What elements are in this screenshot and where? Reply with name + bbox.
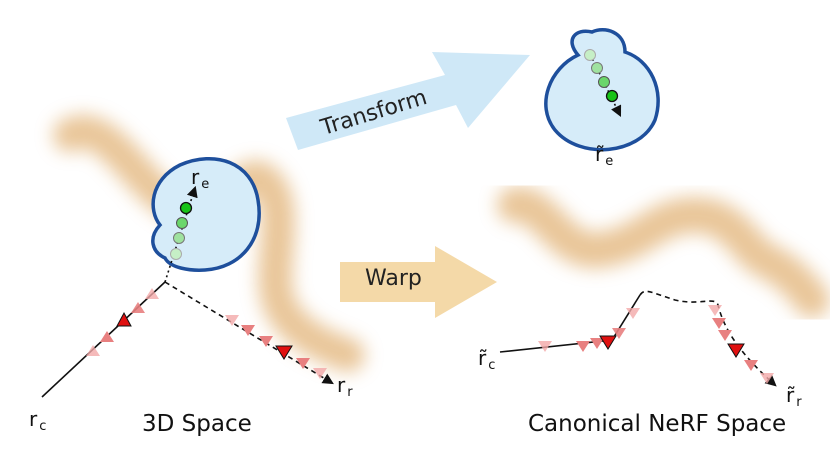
warped-reflected-ray: [639, 290, 777, 387]
ray-label-r-tilde-e: r̃e: [595, 142, 614, 169]
emitted-ray-left: [164, 185, 198, 283]
ray-label-r-tilde-c: r̃c: [478, 346, 496, 373]
transformed-ray-samples: [584, 49, 619, 103]
scene-cloud-right: [497, 186, 830, 318]
warped-camera-ray: [499, 294, 641, 353]
bubble-top-right: [544, 28, 660, 152]
caption-3d-space: 3D Space: [142, 411, 252, 437]
reflected-ray-samples: [225, 315, 327, 379]
transform-arrow: [286, 52, 530, 150]
scene-cloud-left: [53, 115, 365, 372]
warped-camera-samples: [538, 308, 640, 352]
warp-arrow: [340, 246, 497, 318]
ray-label-r-tilde-r: r̃r: [786, 383, 802, 410]
warped-reflected-samples: [708, 305, 774, 384]
warp-label: Warp: [365, 266, 422, 291]
camera-ray-samples: [86, 288, 159, 356]
caption-canonical-nerf-space: Canonical NeRF Space: [528, 411, 787, 437]
emitted-ray-samples: [170, 201, 193, 260]
